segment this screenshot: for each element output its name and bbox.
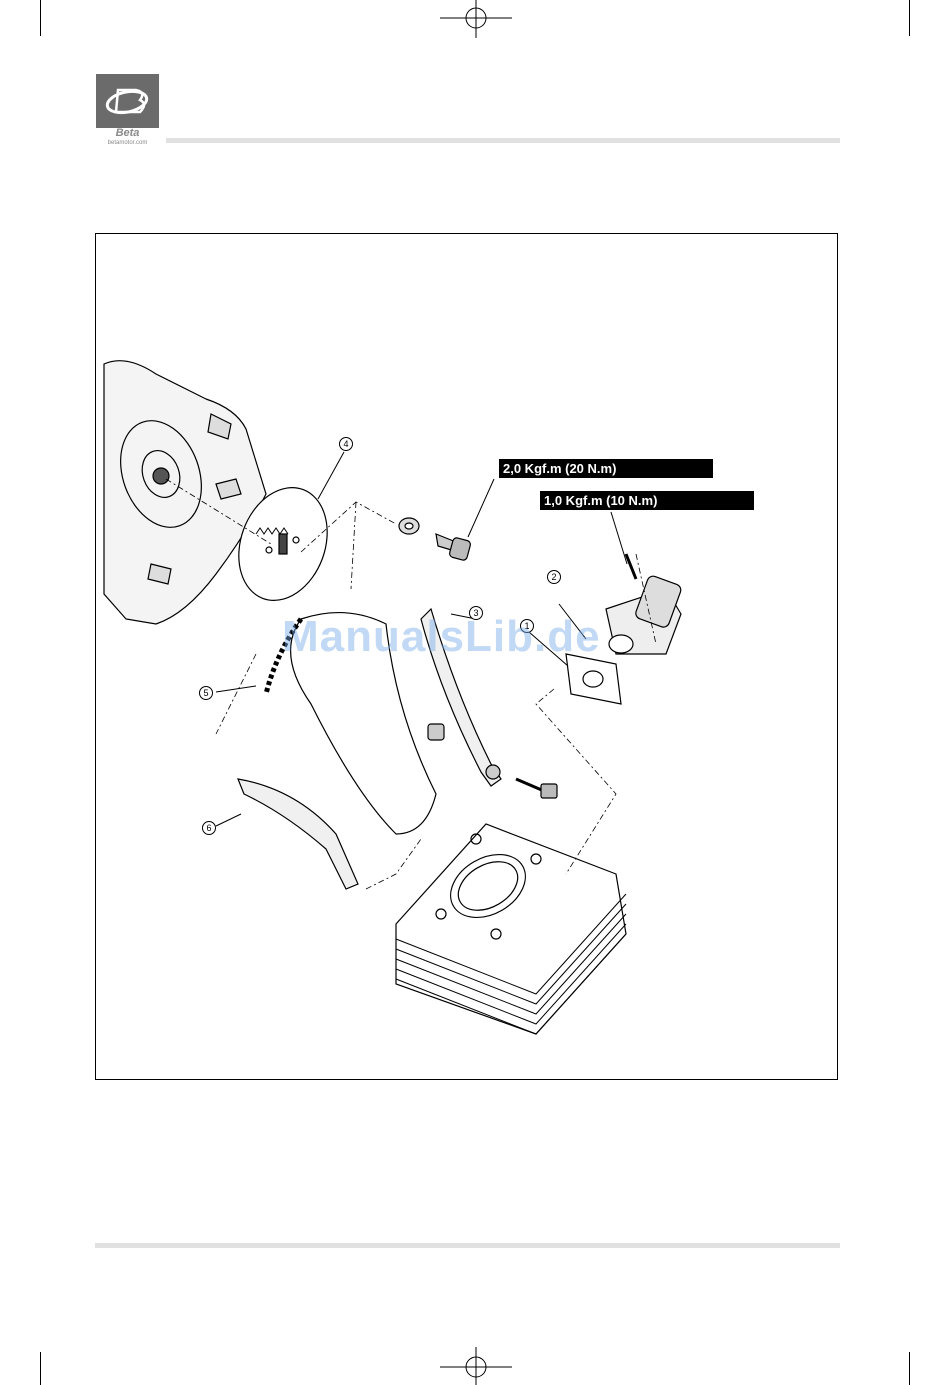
callout-5: 5	[199, 686, 213, 700]
brand-logo: Beta betamotor.com	[96, 74, 159, 149]
registration-mark-bottom	[440, 1347, 512, 1385]
header-rule	[166, 138, 840, 143]
registration-mark-top	[440, 0, 512, 38]
logo-url: betamotor.com	[96, 140, 159, 147]
callout-6: 6	[202, 821, 216, 835]
crop-mark	[909, 1352, 910, 1385]
torque-label-bolt: 2,0 Kgf.m (20 N.m)	[499, 459, 713, 478]
crop-mark	[40, 1352, 41, 1385]
logo-wordmark: Beta	[96, 128, 159, 139]
watermark: ManualsLib.de	[282, 612, 601, 662]
crop-mark	[909, 0, 910, 36]
callout-2: 2	[547, 570, 561, 584]
footer-rule	[95, 1243, 840, 1248]
torque-label-tensioner: 1,0 Kgf.m (10 N.m)	[540, 491, 754, 510]
logo-emblem-icon	[96, 74, 159, 128]
crop-mark	[40, 0, 41, 36]
callout-4: 4	[339, 437, 353, 451]
